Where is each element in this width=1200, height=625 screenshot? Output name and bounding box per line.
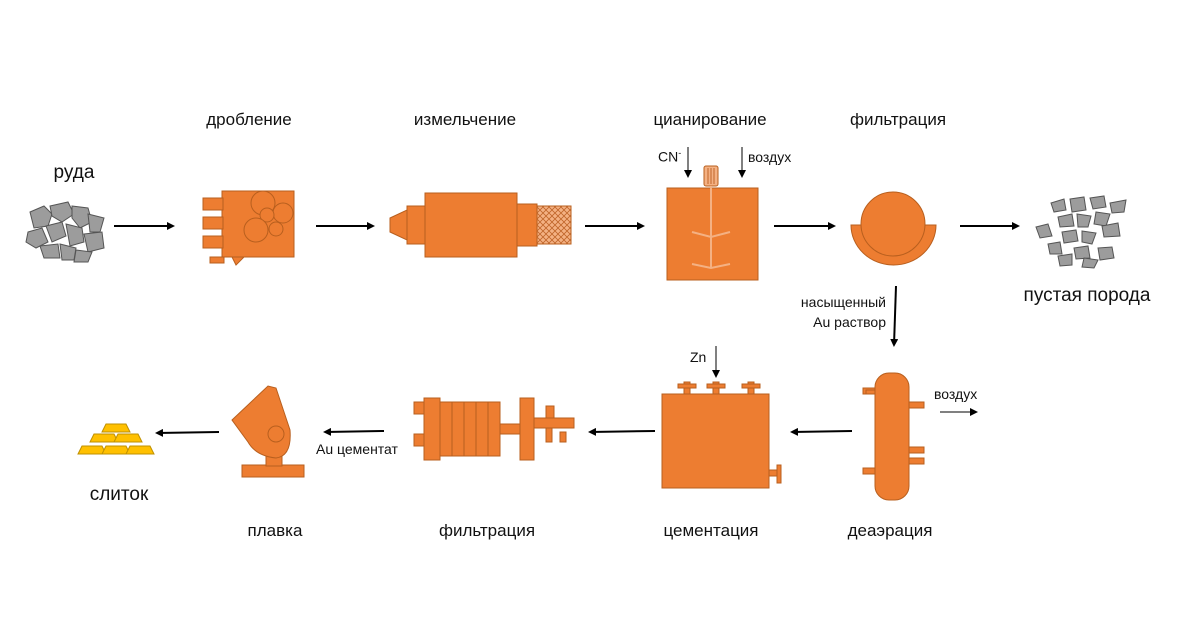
- step-label-cyanidation: цианирование: [653, 110, 767, 129]
- ball-mill-icon: [389, 192, 572, 258]
- au-cement-label: Au цементат: [316, 441, 398, 457]
- saturated-solution-label-line2: Au раствор: [813, 314, 886, 330]
- step-label-cementation: цементация: [663, 521, 759, 540]
- deaeration-column-icon: [862, 372, 925, 501]
- cyanidation-tank-icon: [666, 165, 759, 281]
- step-label-smelting: плавка: [247, 521, 303, 540]
- air-out-label: воздух: [934, 386, 978, 402]
- cyanide-label: CN-: [658, 148, 682, 165]
- step-label-filtration-bottom: фильтрация: [438, 521, 536, 540]
- saturated-solution-label-line1: насыщенный: [800, 294, 886, 310]
- ore-rocks-icon: [25, 201, 105, 263]
- material-label-tailings: пустая порода: [1023, 285, 1151, 306]
- zinc-label: Zn: [690, 349, 707, 365]
- filter-press-icon: [413, 397, 575, 461]
- cementation-tank-icon: [661, 381, 782, 489]
- step-label-deaeration: деаэрация: [847, 521, 933, 540]
- reagent-arrows: [684, 147, 978, 416]
- tailings-rocks-icon: [1035, 195, 1127, 269]
- air-in-label: воздух: [748, 149, 792, 165]
- material-label-ingot: слиток: [89, 484, 149, 505]
- step-label-grinding: измельчение: [413, 110, 517, 129]
- step-label-crushing: дробление: [206, 110, 292, 129]
- step-label-filtration-top: фильтрация: [849, 110, 947, 129]
- drum-filter-icon: [850, 191, 937, 266]
- smelting-furnace-icon: [231, 385, 305, 478]
- gold-ingots-icon: [77, 423, 155, 455]
- crusher-icon: [202, 190, 295, 266]
- material-label-ore: руда: [53, 162, 95, 183]
- flow-arrows: [114, 222, 1020, 437]
